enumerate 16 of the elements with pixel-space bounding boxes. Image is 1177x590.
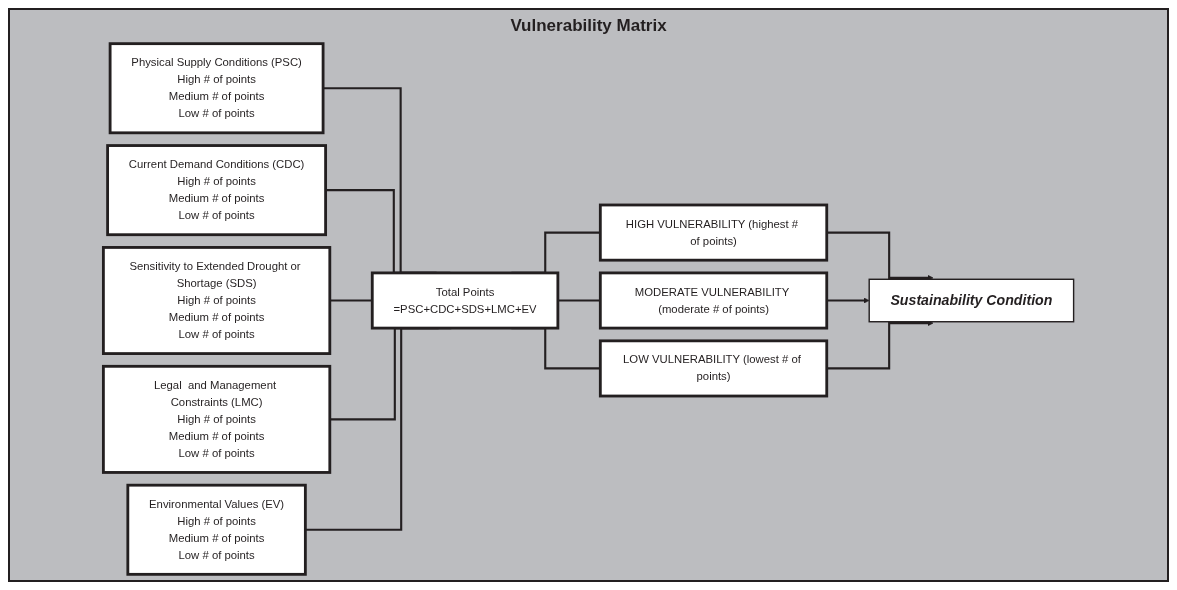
diagram-panel: Vulnerability Matrix Physical Supply Conditions (PSC) High # of points Medium # of points Low # of points Current Demand Conditions (CDC) High # of points Medium # of points Low # of points Sensitivity to Extended Drought or Shortage (SDS) High # of points Medium # of points Low # of points Legal and Management Constraints (LMC) High # of points Medium # of points Low # of points Environmental Values (EV) High # of points Medium # of points Low # of points Total Points =PSC+CDC+SDS+LMC+EV HIGH VULNERABILITY (highest # of points) MODERATE VULNERABILITY (moderate # of points) LOW VULNERABILITY (lowest # of points) Sustainability Condition	[8, 8, 1169, 582]
node-box	[101, 364, 332, 474]
diagram-title: Vulnerability Matrix	[510, 16, 667, 36]
connector	[329, 299, 373, 302]
connector	[557, 299, 601, 302]
node-box	[126, 483, 307, 576]
node-box	[598, 203, 829, 262]
node-box	[598, 339, 829, 398]
node-box	[370, 271, 560, 330]
node-box	[106, 144, 327, 237]
node-box	[598, 271, 829, 330]
node-box	[108, 42, 325, 135]
node-box	[868, 278, 1075, 323]
arrow	[826, 297, 870, 304]
node-box	[101, 246, 332, 355]
arrow	[826, 320, 934, 370]
